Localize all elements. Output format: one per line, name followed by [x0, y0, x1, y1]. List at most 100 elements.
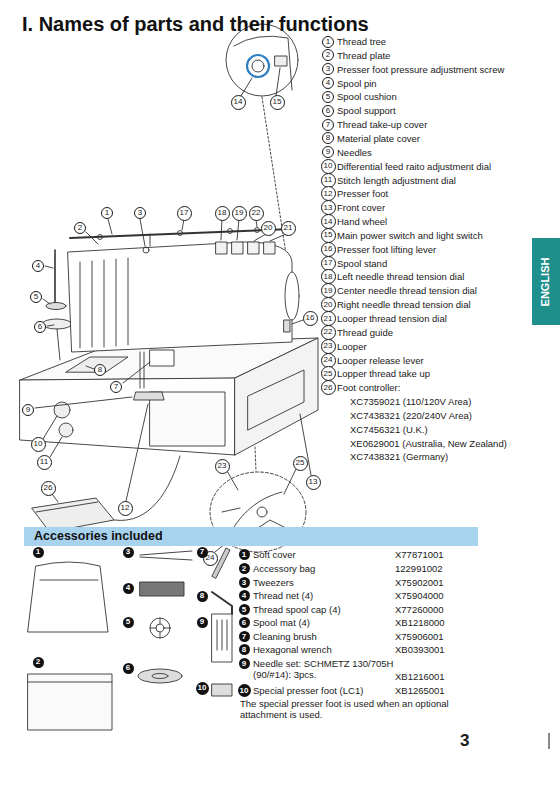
leader-line: [35, 397, 132, 408]
callout-number: 13: [321, 200, 336, 215]
callout-number: 13: [306, 475, 321, 490]
part-name: Spool stand: [337, 258, 387, 269]
accessory-number: 3: [123, 547, 134, 558]
accessory-name: Spool mat (4): [253, 617, 310, 628]
illustration: [20, 24, 550, 749]
part-code: X75902001: [395, 577, 444, 588]
part-code: XC7438321 (Germany): [350, 451, 448, 462]
callout-number: 14: [231, 95, 246, 110]
callout-number: 18: [215, 206, 230, 221]
part-code: X77260000: [395, 604, 444, 615]
callout-number: 11: [321, 173, 336, 188]
machine-body: [80, 258, 128, 348]
callout-number: 26: [41, 481, 56, 496]
accessory-picture: [150, 618, 170, 638]
machine-body: [216, 242, 227, 254]
leader-line: [292, 320, 303, 324]
thread-tree: [98, 235, 103, 240]
part-code: XB1216001: [395, 671, 445, 682]
machine-body: [68, 242, 292, 352]
part-code: X77871001: [395, 549, 444, 560]
leader-line: [47, 325, 54, 326]
part-name: Spool cushion: [337, 91, 397, 102]
callout-number: 10: [31, 437, 46, 452]
part-code: XC7438321 (220/240V Area): [350, 410, 472, 421]
leader-line: [86, 366, 94, 369]
accessory-number: 1: [33, 547, 44, 558]
callout-number: 17: [177, 206, 192, 221]
machine-body: [248, 242, 259, 254]
accessory-name: Soft cover: [253, 549, 296, 560]
callout-number: 5: [30, 291, 42, 303]
part-name: Spool support: [337, 105, 396, 116]
callout-number: 2: [74, 222, 86, 234]
part-name: Material plate cover: [337, 133, 420, 144]
part-name: Looper: [337, 341, 367, 352]
callout-number: 6: [34, 321, 46, 333]
callout-number: 26: [321, 380, 336, 395]
part-name: Looper release lever: [337, 355, 424, 366]
leader-line: [227, 471, 238, 490]
callout-number: 18: [321, 269, 336, 284]
machine-body: [264, 242, 275, 254]
callout-number: 4: [32, 260, 44, 272]
accessory-picture: [40, 580, 98, 581]
part-code: XC7456321 (U.K.): [350, 424, 428, 435]
accessory-picture: [212, 592, 232, 614]
part-name: Stitch length adjustment dial: [337, 175, 456, 186]
leader-line: [86, 232, 98, 244]
machine-body: [140, 352, 144, 388]
machine-body: [134, 392, 164, 400]
machine-body: [68, 242, 299, 400]
accessory-name: Tweezers: [253, 577, 294, 588]
thread-tree: [70, 229, 292, 238]
leader-line: [45, 266, 53, 268]
accessory-number: 7: [239, 631, 250, 642]
callout-number: 12: [321, 186, 336, 201]
accessory-number: 3: [239, 577, 250, 588]
accessory-picture: [212, 684, 232, 696]
edge-bar: [548, 733, 550, 749]
accessory-picture: [152, 674, 168, 679]
callout-number: 5: [322, 91, 334, 103]
machine-base: [20, 338, 318, 455]
looper-inset: [255, 447, 256, 471]
switch-inset: [226, 24, 298, 280]
accessory-picture: [138, 669, 182, 683]
accessory-name: Special presser foot (LC1): [253, 685, 363, 696]
machine-body: [285, 272, 299, 320]
part-name: Presser foot pressure adjustment screw: [337, 64, 504, 75]
leader-line: [35, 68, 311, 552]
part-name: Center needle thread tension dial: [337, 285, 477, 296]
part-name: Thread tree: [337, 36, 386, 47]
accessory-number: 9: [197, 617, 208, 628]
leader-line: [221, 219, 222, 240]
machine-body: [150, 350, 174, 366]
looper-inset: [257, 507, 267, 517]
leader-line: [140, 219, 145, 246]
callout-number: 1: [101, 207, 113, 219]
accessory-number: 4: [123, 583, 134, 594]
callout-number: 20: [321, 297, 336, 312]
part-name: Presser foot: [337, 188, 388, 199]
accessory-picture: [28, 548, 232, 730]
spool-stand: [42, 250, 72, 360]
part-code: X75904000: [395, 590, 444, 601]
machine-body: [232, 242, 243, 254]
machine-base: [59, 423, 73, 437]
section-band: Accessories included: [24, 527, 478, 546]
callout-number: 21: [281, 221, 296, 236]
part-name: Thread guide: [337, 327, 393, 338]
accessory-number: 7: [197, 547, 208, 558]
thread-tree: [178, 231, 183, 236]
accessory-name: Hexagonal wrench: [253, 644, 332, 655]
accessory-picture: [28, 682, 112, 683]
callout-number: 4: [322, 77, 334, 89]
callout-number: 16: [303, 311, 318, 326]
callout-number: 7: [110, 381, 122, 393]
part-name: Looper thread tension dial: [337, 313, 447, 324]
leader-line: [276, 68, 280, 96]
callout-number: 25: [293, 456, 308, 471]
thread-tree: [228, 229, 233, 234]
part-name: Right needle thread tension dial: [337, 299, 471, 310]
